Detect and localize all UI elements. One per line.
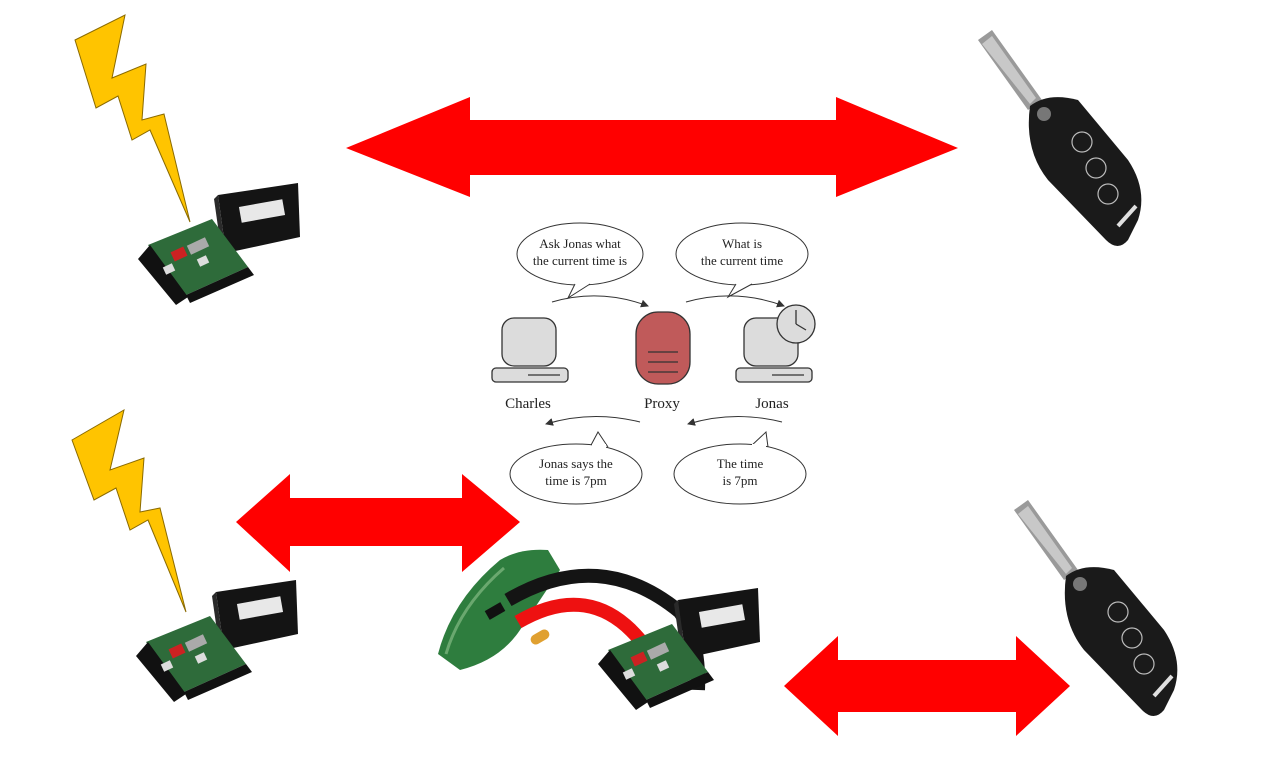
double-arrow: [236, 474, 520, 572]
bubble-text: the current time is: [533, 253, 627, 268]
clock-icon: [776, 304, 816, 344]
speech-bubble: What is the current time: [675, 222, 809, 299]
bubble-text: time is 7pm: [545, 473, 606, 488]
bubble-text: What is: [722, 236, 762, 251]
double-arrow: [784, 636, 1070, 736]
bubble-text: the current time: [701, 253, 784, 268]
lightning-bolt-icon: [71, 408, 187, 613]
node-label-charles: Charles: [505, 396, 551, 412]
bubble-text: Jonas says the: [539, 456, 613, 471]
lightning-bolt-icon: [74, 14, 191, 223]
relay-device-icon: [598, 588, 760, 710]
speech-bubble: Ask Jonas what the current time is: [516, 222, 644, 300]
computer-icon: [491, 317, 569, 383]
relay-device-icon: [138, 183, 300, 305]
node-label-jonas: Jonas: [755, 396, 788, 412]
double-arrow: [346, 97, 958, 197]
bubble-text: The time: [717, 456, 764, 471]
node-label-proxy: Proxy: [644, 396, 680, 412]
bubble-text: Ask Jonas what: [539, 236, 621, 251]
speech-bubble: The time is 7pm: [673, 430, 807, 505]
speech-bubble: Jonas says the time is 7pm: [509, 431, 643, 505]
proxy-icon: [635, 311, 691, 385]
bubble-text: is 7pm: [722, 473, 757, 488]
car-key-fob-icon: [976, 28, 1144, 248]
proxy-diagram: Ask Jonas what the current time is What …: [491, 222, 816, 505]
relay-device-icon: [136, 580, 298, 702]
